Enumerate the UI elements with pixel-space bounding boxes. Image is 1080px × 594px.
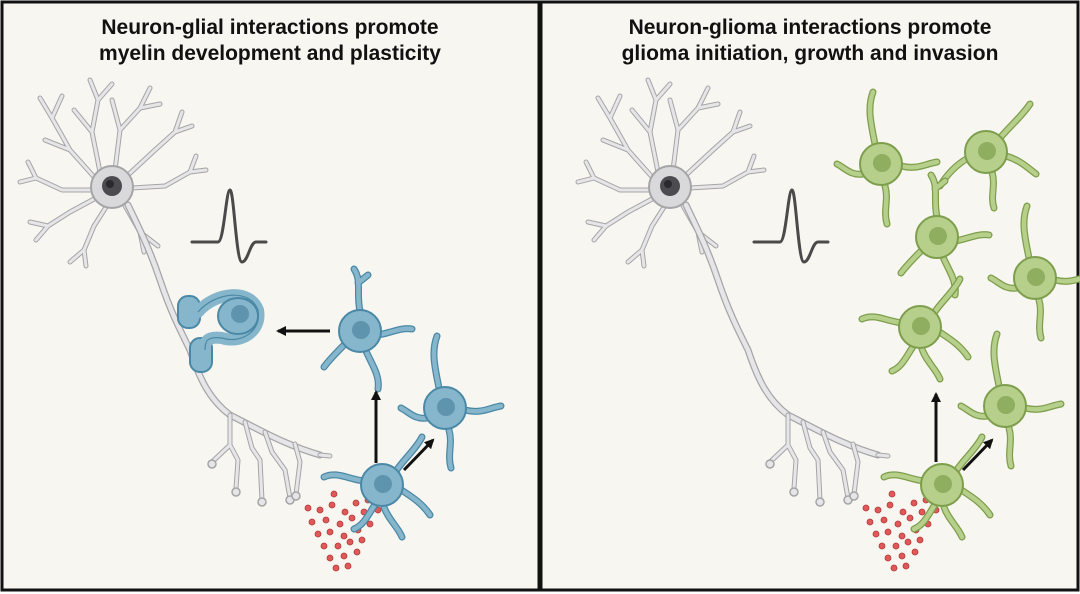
glioma-cell-3	[897, 171, 993, 299]
panel-title-line2: glioma initiation, growth and invasion	[622, 42, 999, 65]
panel-myelin: Neuron-glial interactions promote myelin…	[0, 0, 541, 592]
glioma-cell-6	[957, 330, 1065, 470]
myelinating-oligodendrocyte-icon	[177, 289, 265, 373]
action-potential-icon	[752, 188, 830, 264]
glioma-cell-4	[987, 202, 1080, 342]
panel-frame	[0, 0, 541, 592]
action-potential-icon	[190, 188, 268, 264]
arrow-icon	[402, 438, 435, 472]
glioma-cell-7	[880, 433, 994, 541]
panel-title-line1: Neuron-glioma interactions promote	[629, 16, 992, 39]
panel-frame	[539, 0, 1080, 592]
arrow-icon	[961, 438, 994, 472]
opc-cell-1	[320, 265, 416, 393]
panel-glioma: Neuron-glioma interactions promote gliom…	[539, 0, 1080, 592]
opc-cell-3	[320, 433, 434, 541]
glioma-cell-2	[936, 100, 1040, 212]
panel-title-line2: myelin development and plasticity	[99, 42, 441, 65]
opc-cell-2	[397, 332, 505, 472]
panel-title-line1: Neuron-glial interactions promote	[101, 16, 438, 39]
neuron-icon	[575, 77, 891, 507]
glioma-cell-1	[833, 88, 941, 228]
glioma-cell-5	[858, 275, 972, 383]
